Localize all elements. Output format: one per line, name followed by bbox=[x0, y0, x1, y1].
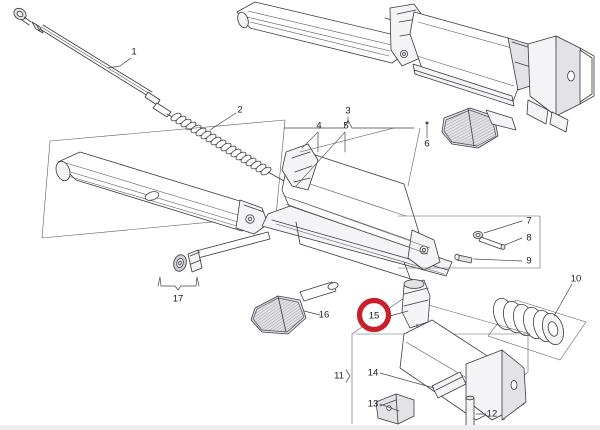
bottom-band bbox=[0, 425, 600, 430]
callout-label-13: 13 bbox=[368, 399, 379, 410]
callout-highlight-ring bbox=[356, 297, 392, 333]
callout-label-12: 12 bbox=[487, 409, 498, 420]
callout-label-11: 11 bbox=[334, 371, 344, 382]
cable-assembly bbox=[13, 7, 285, 182]
callout-label-1: 1 bbox=[131, 47, 136, 58]
callout-label-4: 4 bbox=[316, 121, 321, 132]
lower-left-pedal-arm bbox=[41, 119, 286, 239]
callout-bracket-top bbox=[283, 119, 415, 129]
callout-labels: 1 2 3 4 5 6 7 8 9 10 11 12 13 14 16 17 bbox=[131, 47, 581, 420]
callout-label-5: 5 bbox=[343, 121, 348, 132]
actuator-subassembly-11 bbox=[345, 279, 531, 427]
callout-label-7: 7 bbox=[526, 216, 531, 227]
upper-pedal-actuator bbox=[236, 1, 595, 149]
callout-label-8: 8 bbox=[526, 233, 531, 244]
callout-label-10: 10 bbox=[571, 274, 582, 285]
callout-label-14: 14 bbox=[368, 368, 379, 379]
bushing-seal-17 bbox=[157, 231, 271, 291]
pedal-pad-16 bbox=[250, 281, 339, 335]
highlighted-callout-15[interactable]: 15 bbox=[356, 297, 392, 333]
callout-label-6: 6 bbox=[424, 139, 429, 150]
callout-label-16: 16 bbox=[319, 310, 330, 321]
callout-label-15: 15 bbox=[369, 311, 380, 322]
fasteners-7-8-9 bbox=[397, 215, 541, 269]
central-pedal-bracket bbox=[261, 127, 453, 281]
coil-spring-10 bbox=[487, 297, 587, 361]
callout-label-2: 2 bbox=[237, 105, 242, 116]
leader-lines bbox=[107, 57, 573, 415]
cable-spring bbox=[170, 112, 272, 176]
callout-label-17: 17 bbox=[173, 294, 184, 305]
callout-label-9: 9 bbox=[526, 256, 531, 267]
callout-label-3: 3 bbox=[345, 106, 350, 117]
pedal-pad-upper bbox=[441, 107, 499, 149]
